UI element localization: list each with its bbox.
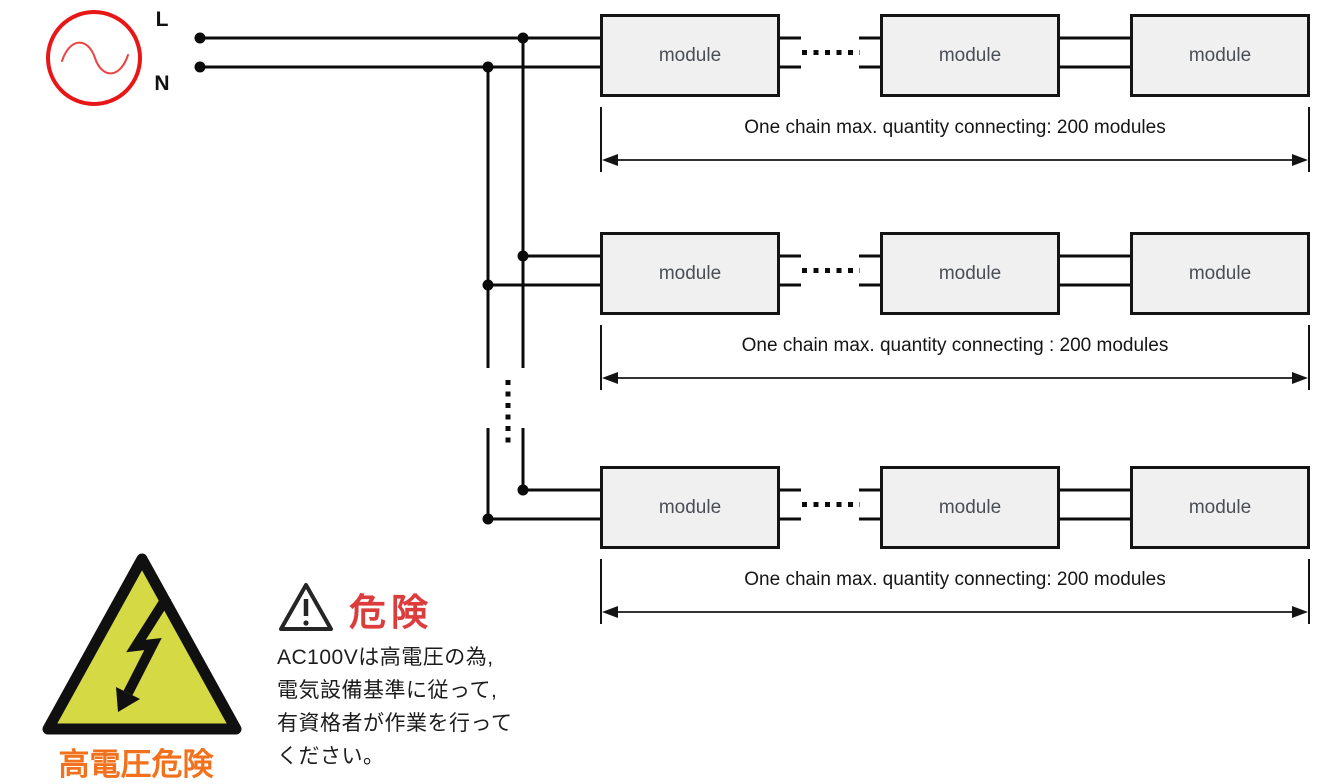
- continuation-dots: [505, 50, 860, 507]
- junction-dots: [194, 32, 529, 525]
- chain-capacity-label: One chain max. quantity connecting: 200 …: [744, 117, 1166, 138]
- module-box: module: [880, 14, 1060, 97]
- hazard-sign-label: 高電圧危険: [58, 747, 214, 782]
- danger-body-line: AC100Vは高電圧の為,: [277, 646, 494, 669]
- danger-body-line: 電気設備基準に従って,: [277, 679, 498, 702]
- module-box: module: [1130, 14, 1310, 97]
- line-label-n: N: [154, 72, 170, 95]
- danger-title: 危険: [349, 592, 433, 633]
- chain-capacity-label: One chain max. quantity connecting: 200 …: [744, 569, 1166, 590]
- module-box: module: [600, 466, 780, 549]
- line-label-l: L: [155, 8, 169, 31]
- ac-source-icon: [46, 10, 142, 106]
- module-box: module: [880, 466, 1060, 549]
- danger-body-line: 有資格者が作業を行って: [277, 712, 513, 735]
- high-voltage-hazard-icon: [42, 553, 242, 735]
- module-box: module: [1130, 232, 1310, 315]
- module-box: module: [600, 232, 780, 315]
- module-box: module: [600, 14, 780, 97]
- wire-lines: [200, 36, 1130, 521]
- measure-arrows: [600, 107, 1310, 624]
- module-box: module: [1130, 466, 1310, 549]
- chain-capacity-label: One chain max. quantity connecting : 200…: [741, 335, 1169, 356]
- module-box: module: [880, 232, 1060, 315]
- danger-body-line: ください。: [277, 745, 385, 768]
- caution-triangle-icon: [279, 583, 333, 631]
